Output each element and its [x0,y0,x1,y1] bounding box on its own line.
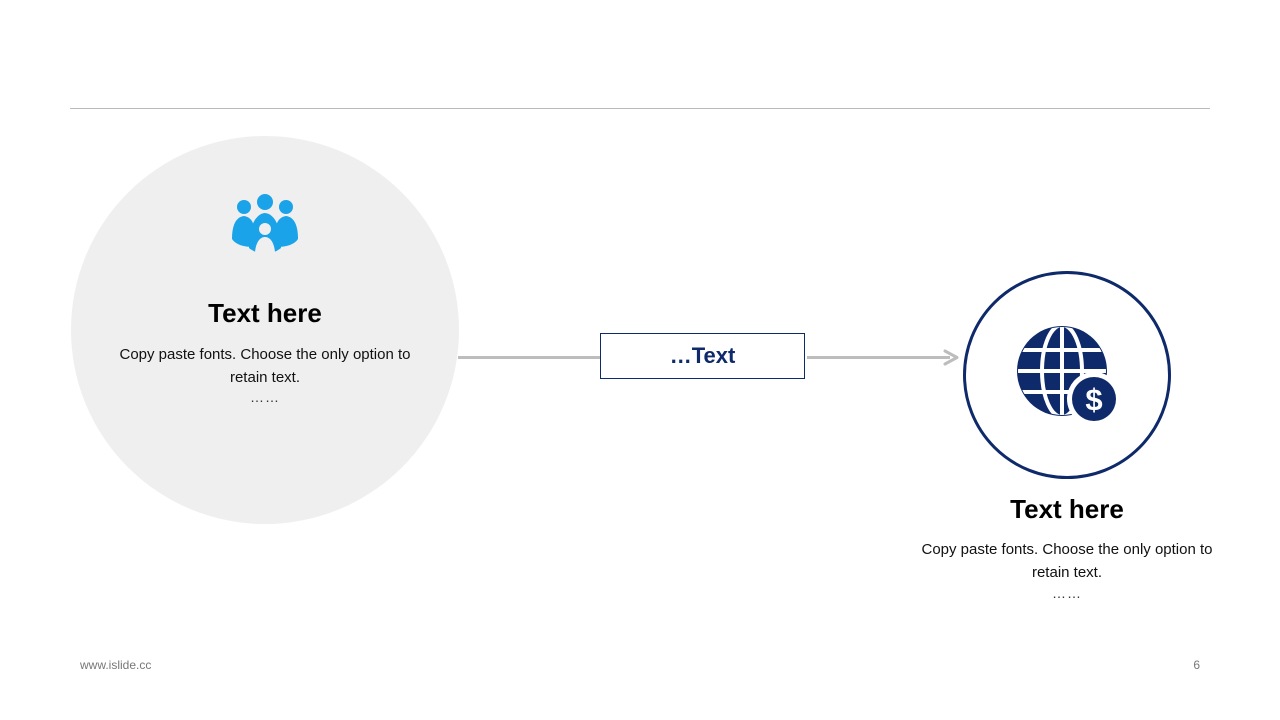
svg-text:$: $ [1085,382,1102,417]
connector-label-box: …Text [600,333,805,379]
right-node-title: Text here [1010,494,1124,524]
footer-url: www.islide.cc [80,658,152,672]
left-node-body: Copy paste fonts. Choose the only option… [119,346,411,386]
people-group-icon [232,194,298,255]
globe-dollar-icon: $ [1017,326,1120,425]
left-node-ellipsis: …… [250,389,280,405]
connector-line-right [807,356,950,359]
connector-line-left [458,356,601,359]
arrow-head-icon [943,349,959,366]
header-divider [70,108,1210,109]
right-node-ellipsis: …… [1052,585,1082,601]
connector-label: …Text [669,343,736,368]
left-node-title: Text here [208,298,322,328]
page-number: 6 [1193,658,1200,672]
right-node-body: Copy paste fonts. Choose the only option… [921,541,1213,581]
